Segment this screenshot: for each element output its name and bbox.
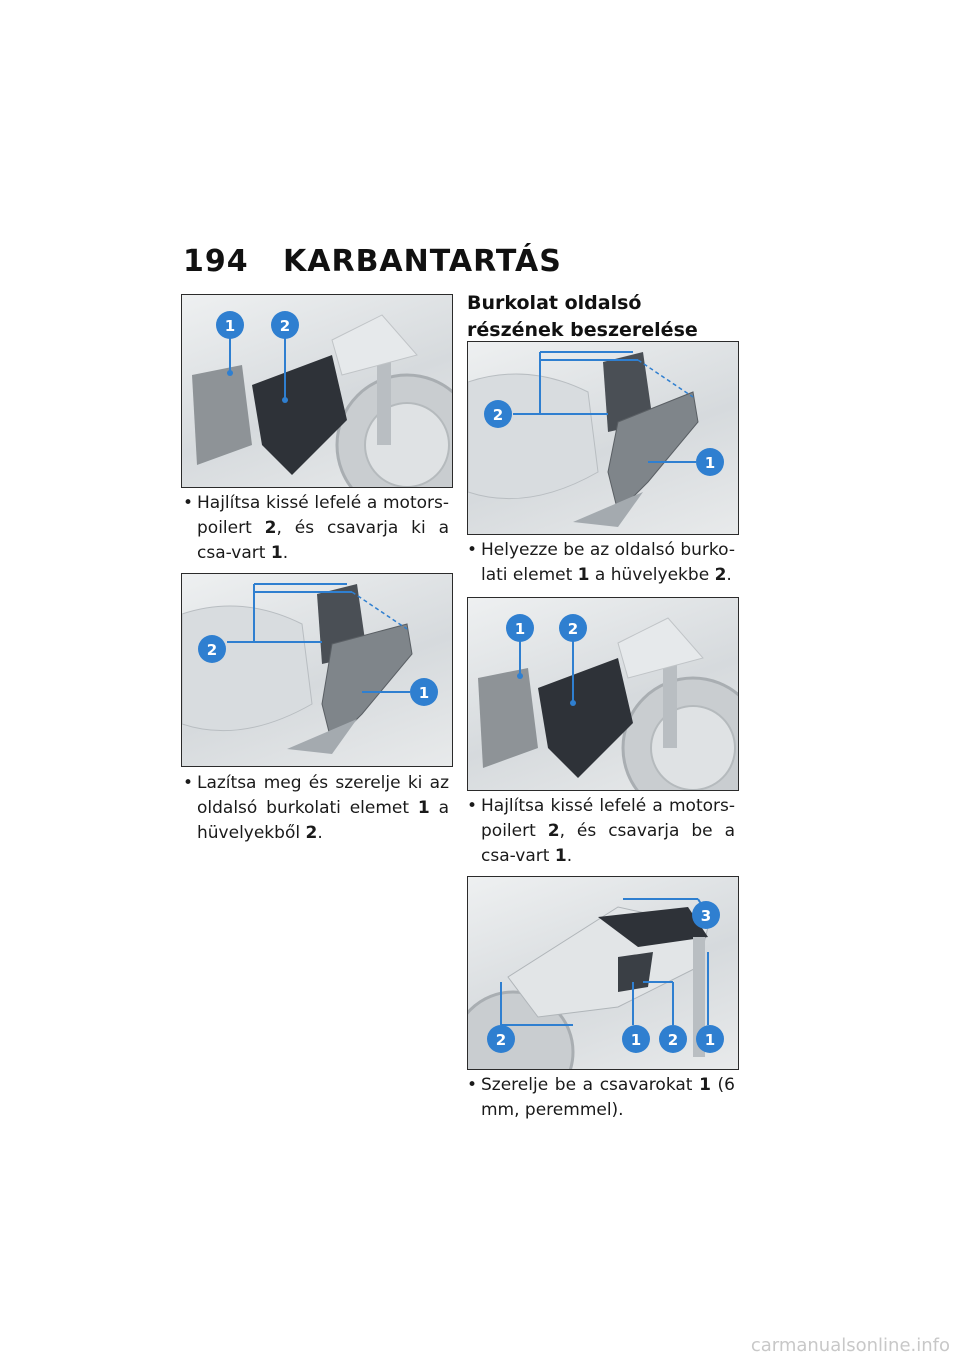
- callout-label: 2: [496, 1031, 506, 1049]
- ref-number: 1: [577, 565, 590, 585]
- bullet-icon: •: [183, 773, 194, 793]
- instruction-step: • Hajlítsa kissé lefelé a motors-poilert…: [183, 493, 449, 563]
- callout-label: 2: [668, 1031, 678, 1049]
- instruction-step: • Szerelje be a csavarokat 1 (6 mm, pere…: [467, 1075, 735, 1120]
- page-number: 194: [183, 244, 249, 279]
- callout-2: 2: [487, 1025, 515, 1053]
- figure-fasten-spoiler-screw: 1 2: [467, 597, 739, 791]
- callout-2: 2: [559, 614, 587, 642]
- callout-label: 3: [701, 907, 711, 925]
- bullet-icon: •: [467, 1075, 478, 1095]
- callout-3: 3: [692, 901, 720, 929]
- instruction-step: • Lazítsa meg és szerelje ki az oldalsó …: [183, 773, 449, 843]
- instruction-step: • Hajlítsa kissé lefelé a motors-poilert…: [467, 796, 736, 866]
- figure-remove-side-panel: 2 1: [181, 573, 453, 767]
- ref-number: 1: [699, 1075, 711, 1095]
- callout-label: 1: [705, 454, 715, 472]
- callout-label: 1: [225, 317, 235, 335]
- callout-1: 1: [622, 1025, 650, 1053]
- ref-number: 2: [714, 565, 727, 585]
- callout-2: 2: [198, 635, 226, 663]
- figure-insert-side-panel: 2 1: [467, 341, 739, 535]
- callout-1: 1: [696, 448, 724, 476]
- page-header: 194 KARBANTARTÁS: [183, 244, 562, 279]
- callout-1: 1: [410, 678, 438, 706]
- callout-2: 2: [484, 400, 512, 428]
- callout-1: 1: [216, 311, 244, 339]
- ref-number: 2: [305, 823, 318, 843]
- callout-label: 1: [631, 1031, 641, 1049]
- callout-label: 2: [207, 641, 217, 659]
- figure-install-screws: 3 2 1 2 1: [467, 876, 739, 1070]
- figure-remove-spoiler-screw: 1 2: [181, 294, 453, 488]
- callout-label: 1: [419, 684, 429, 702]
- bullet-icon: •: [183, 493, 194, 513]
- ref-number: 1: [270, 543, 283, 563]
- section-title: Burkolat oldalsó részének beszerelése: [467, 292, 698, 341]
- callout-1: 1: [506, 614, 534, 642]
- instruction-step: • Helyezze be az oldalsó burko-lati elem…: [467, 540, 735, 585]
- callout-label: 1: [705, 1031, 715, 1049]
- ref-number: 2: [547, 821, 560, 841]
- callout-label: 2: [568, 620, 578, 638]
- ref-number: 1: [417, 798, 430, 818]
- callout-2: 2: [271, 311, 299, 339]
- page-title: KARBANTARTÁS: [283, 244, 562, 279]
- callout-label: 2: [493, 406, 503, 424]
- callout-label: 1: [515, 620, 525, 638]
- watermark: carmanualsonline.info: [750, 1335, 950, 1356]
- ref-number: 2: [264, 518, 277, 538]
- callout-1: 1: [696, 1025, 724, 1053]
- callout-2: 2: [659, 1025, 687, 1053]
- bullet-icon: •: [467, 540, 478, 560]
- ref-number: 1: [554, 846, 567, 866]
- callout-label: 2: [280, 317, 290, 335]
- bullet-icon: •: [467, 796, 478, 816]
